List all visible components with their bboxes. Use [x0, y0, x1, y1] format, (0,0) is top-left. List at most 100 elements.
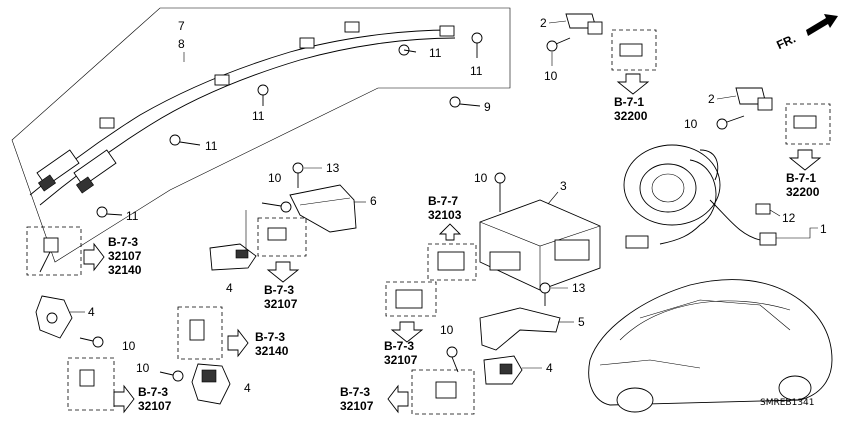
ref-section: B-7-3: [138, 385, 168, 399]
ref-code: 32107: [340, 399, 374, 413]
curtain-airbag-panel: [11, 7, 511, 263]
direction-label: FR.: [774, 31, 797, 52]
ref-arrow-icon: [788, 149, 822, 171]
callout-8: 8: [178, 37, 185, 51]
callout-11: 11: [205, 139, 218, 153]
curtain-airbag-group: 7 8 11 11 11 11 11 9: [11, 7, 511, 263]
connector-box: [67, 357, 115, 411]
connector-box: [385, 281, 437, 317]
bolt-11-c: [257, 84, 269, 106]
ref-arrow-icon: [83, 242, 105, 272]
leader-2: [548, 20, 567, 24]
ref-code: 32107: [108, 249, 142, 263]
callout-13: 13: [326, 161, 340, 175]
bolt-11-e: [96, 206, 123, 218]
ref-code: 32200: [614, 109, 648, 123]
connector-icon: [189, 319, 205, 341]
ref-code: 32107: [384, 353, 418, 367]
srs-unit-part-3: [479, 199, 601, 291]
bracket-4: [344, 21, 360, 33]
callout-11: 11: [252, 109, 265, 123]
ref-section: B-7-3: [255, 330, 285, 344]
callout-10: 10: [122, 339, 136, 353]
bolt-13: [292, 162, 304, 188]
callout-4: 4: [88, 305, 95, 319]
ref-code: 32107: [264, 297, 298, 311]
ref-arrow-icon: [387, 384, 409, 414]
callout-10: 10: [268, 171, 282, 185]
connector-box: [785, 103, 831, 145]
cable-reel-part-1: [623, 144, 777, 249]
leader-12: [769, 209, 781, 217]
connector-ref-32140: [177, 306, 249, 360]
connector-box: [427, 243, 477, 281]
callout-2: 2: [708, 92, 715, 106]
connector-icon: [435, 381, 457, 399]
connector-ref-top-right-a: [611, 29, 657, 95]
ref-code: 32140: [255, 344, 289, 358]
bolt-10: [79, 336, 104, 348]
vehicle-outline: [588, 279, 833, 413]
ref-section: B-7-1: [614, 95, 644, 109]
inflator-left: [36, 149, 117, 194]
ref-code: 32140: [108, 263, 142, 277]
bolt-10: [159, 370, 184, 382]
callout-11: 11: [429, 46, 442, 60]
connector-icon: [79, 369, 95, 387]
callout-10: 10: [544, 69, 558, 83]
callout-12: 12: [782, 211, 796, 225]
callout-11: 11: [126, 209, 139, 223]
connector-ref-top-right-b: [785, 103, 831, 171]
leader-3: [547, 191, 559, 205]
leader-1: [776, 227, 818, 239]
connector-icon: [43, 237, 59, 253]
connector-icon: [395, 289, 423, 309]
ref-arrow-icon: [113, 384, 135, 414]
connector-ref-left: [26, 226, 105, 276]
connector-part-2-a: [565, 13, 603, 35]
bolt-10: [261, 201, 292, 213]
callout-11: 11: [470, 64, 483, 78]
callout-2: 2: [540, 16, 547, 30]
diagram-code: SMREB1341: [760, 398, 815, 408]
bracket-part-6: [289, 184, 357, 233]
connector-box: [26, 226, 82, 276]
ref-section: B-7-3: [264, 283, 294, 297]
bolt-10: [494, 172, 506, 212]
bracket-3: [299, 37, 315, 49]
impact-sensor-part-4-b: [191, 363, 231, 405]
connector-icon: [267, 227, 287, 241]
connector-box: [611, 29, 657, 71]
leader-2: [716, 95, 737, 100]
callout-9: 9: [484, 100, 491, 114]
connector-ref-bottom-left: [67, 357, 135, 414]
ref-code: 32107: [138, 399, 172, 413]
callout-7: 7: [178, 19, 185, 33]
callout-1: 1: [820, 222, 827, 236]
connector-box: [411, 369, 475, 415]
sensor-part-4-c: [209, 243, 257, 271]
ref-section: B-7-1: [786, 171, 816, 185]
connector-ref-srs: [385, 243, 477, 343]
connector-ref-center: [257, 217, 307, 283]
ref-section: B-7-3: [340, 385, 370, 399]
bolt-9: [449, 96, 481, 108]
bolt-11-b: [471, 32, 483, 58]
ref-code: 32103: [428, 208, 462, 222]
connector-part-2-b: [735, 87, 773, 111]
connector-icon: [619, 43, 643, 57]
callout-10: 10: [136, 361, 150, 375]
bolt-10: [446, 346, 459, 373]
bolt-11-d: [169, 134, 201, 146]
callout-4: 4: [244, 381, 251, 395]
connector-box: [177, 306, 223, 360]
callout-10: 10: [474, 171, 488, 185]
bolt-10: [546, 37, 571, 52]
ref-section: B-7-3: [384, 339, 414, 353]
ref-code: 32200: [786, 185, 820, 199]
connector-icon: [437, 251, 465, 271]
callout-4: 4: [226, 281, 233, 295]
ref-arrow-icon: [227, 328, 249, 358]
ref-arrow-icon: [438, 223, 462, 241]
